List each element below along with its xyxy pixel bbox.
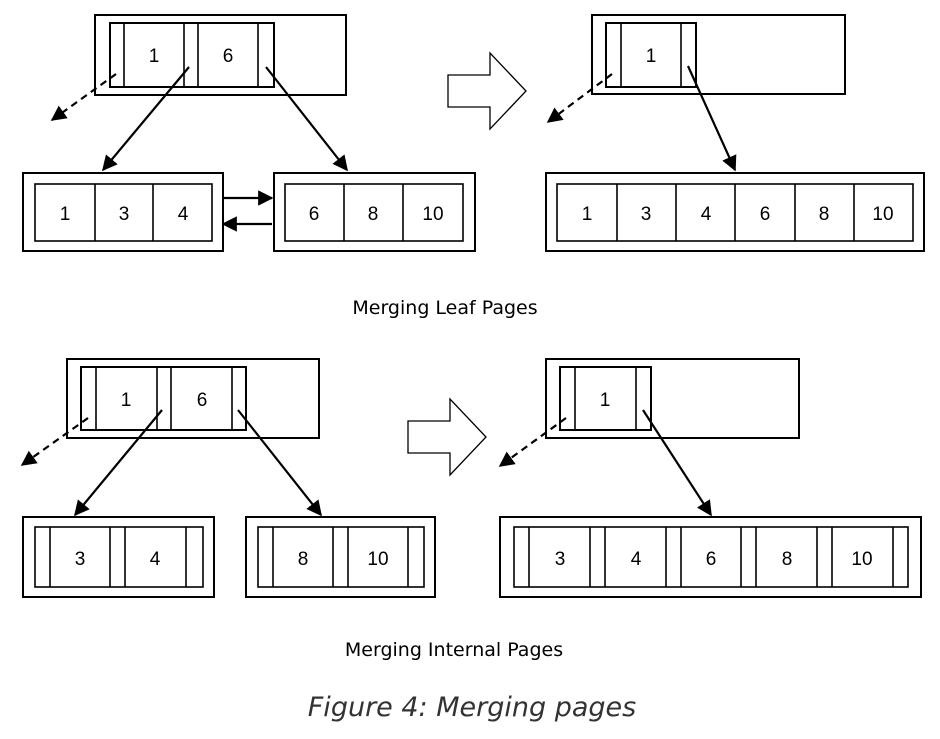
child-pointer-arrow [74, 409, 163, 517]
child-pointer-arrow [686, 65, 737, 172]
internal-key: 6 [706, 549, 717, 570]
leaf-key: 8 [368, 204, 379, 225]
internal-after-parent-page: 1 [545, 358, 800, 439]
internal-key: 3 [555, 549, 566, 570]
parent-key: 1 [646, 46, 657, 67]
leaf-key: 4 [701, 204, 712, 225]
leaf-key: 4 [178, 204, 189, 225]
child-pointer-arrow [642, 409, 712, 517]
leaf-key: 6 [760, 204, 771, 225]
transition-arrow-icon [407, 397, 487, 477]
child-pointer-arrow [102, 66, 190, 172]
internal-before-left-child-page: 3 4 [22, 516, 215, 598]
internal-key: 4 [631, 549, 642, 570]
parent-key: 6 [197, 390, 208, 411]
leaf-after-merged-page: 1 3 4 6 8 10 [545, 172, 925, 252]
internal-before-parent-page: 1 6 [66, 358, 320, 439]
leaf-after-parent-page: 1 [591, 14, 846, 95]
parent-key: 6 [223, 46, 234, 67]
parent-key: 1 [600, 390, 611, 411]
child-pointer-arrow [237, 409, 322, 517]
leaf-key: 10 [872, 204, 893, 225]
transition-arrow-icon [447, 51, 527, 131]
leaf-before-right-child-page: 6 8 10 [273, 172, 476, 252]
sibling-pointer-dashed-arrow [546, 73, 613, 123]
internal-key: 8 [782, 549, 793, 570]
parent-key: 1 [121, 390, 132, 411]
parent-key: 1 [149, 46, 160, 67]
leaf-merge-caption: Merging Leaf Pages [352, 297, 537, 319]
sibling-pointer-dashed-arrow [20, 417, 89, 466]
internal-before-right-child-page: 8 10 [245, 516, 436, 598]
internal-key: 10 [367, 549, 388, 570]
leaf-key: 8 [819, 204, 830, 225]
internal-key: 10 [851, 549, 872, 570]
internal-key: 4 [150, 549, 161, 570]
sibling-pointer-dashed-arrow [498, 417, 567, 467]
internal-merge-caption: Merging Internal Pages [345, 639, 563, 661]
leaf-key: 1 [582, 204, 593, 225]
internal-key: 8 [298, 549, 309, 570]
leaf-key: 6 [309, 204, 320, 225]
child-pointer-arrow [265, 66, 348, 172]
internal-key: 3 [75, 549, 86, 570]
leaf-key: 10 [422, 204, 443, 225]
leaf-key: 3 [641, 204, 652, 225]
sibling-pointer-dashed-arrow [50, 73, 117, 121]
figure-title: Figure 4: Merging pages [308, 692, 636, 723]
internal-after-merged-page: 3 4 6 8 10 [499, 516, 922, 598]
leaf-before-left-child-page: 1 3 4 [22, 172, 224, 252]
leaf-key: 3 [119, 204, 130, 225]
leaf-key: 1 [60, 204, 71, 225]
leaf-before-parent-page: 1 6 [94, 14, 347, 96]
